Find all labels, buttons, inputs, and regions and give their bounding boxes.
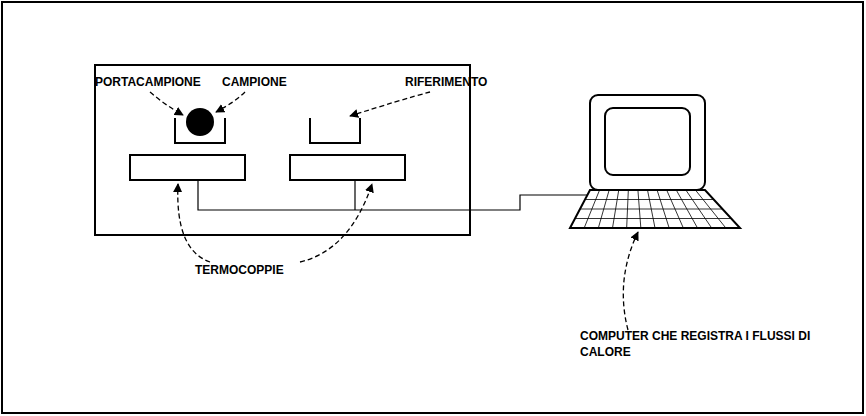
part-label: TERMOCOPPIE xyxy=(195,262,315,278)
keyboard-keys xyxy=(575,190,731,228)
part-label: RIFERIMENTO xyxy=(405,74,525,90)
thermocouple xyxy=(290,155,405,180)
leader-line xyxy=(623,232,638,330)
reference-holder xyxy=(310,118,360,143)
part-label: CAMPIONE xyxy=(222,74,322,90)
part-label: COMPUTER CHE REGISTRA I FLUSSI DI CALORE xyxy=(580,328,842,360)
leader-line xyxy=(216,92,245,112)
screen xyxy=(605,108,690,175)
part-label: PORTACAMPIONE xyxy=(95,74,235,90)
leader-line xyxy=(150,92,183,115)
thermocouple xyxy=(130,155,245,180)
keyboard xyxy=(570,190,740,228)
sample xyxy=(186,108,214,136)
leader-line xyxy=(350,92,430,116)
leader-line xyxy=(178,184,210,262)
wire xyxy=(198,180,590,210)
leader-line xyxy=(300,184,372,262)
wire xyxy=(354,180,355,210)
monitor xyxy=(590,95,705,190)
